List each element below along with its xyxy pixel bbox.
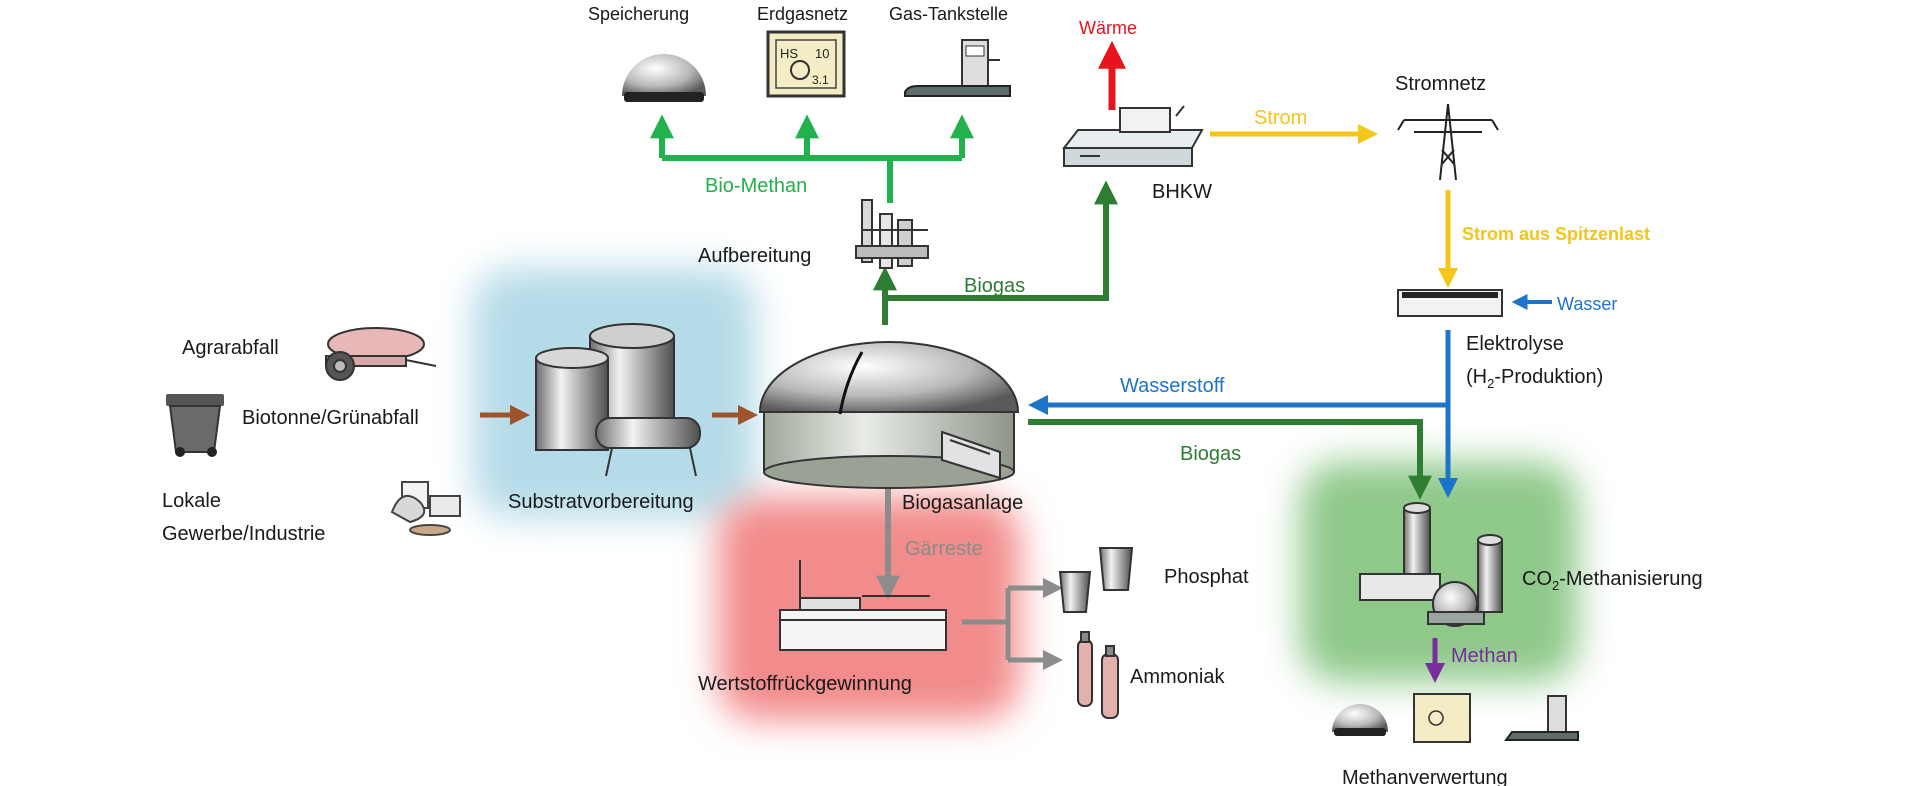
stromnetz-label: Stromnetz [1395, 73, 1486, 95]
recovery-output-flow [962, 578, 1063, 670]
gas-meter-icon: HS 10 3.1 [766, 30, 846, 98]
gauge-text-c: 3.1 [812, 73, 829, 87]
strom-label: Strom [1254, 107, 1307, 129]
gas-station-icon [904, 39, 1011, 97]
upgrading-plant-icon [855, 199, 929, 269]
electrolyzer-icon [1397, 289, 1503, 317]
bhkw-label: BHKW [1152, 181, 1212, 203]
ammoniak-label: Ammoniak [1130, 666, 1225, 688]
gauge-text-a: HS [780, 46, 798, 61]
gewerbe-label: Gewerbe/Industrie [162, 523, 325, 545]
lokale-label: Lokale [162, 490, 221, 512]
gaerreste-label: Gärreste [905, 538, 983, 560]
biogas-right-label: Biogas [1180, 443, 1241, 465]
speicherung-label: Speicherung [588, 4, 689, 24]
biogas-top-flow [873, 180, 1118, 325]
wasser-label: Wasser [1557, 294, 1617, 314]
elektrolyse-label: Elektrolyse [1466, 333, 1564, 355]
h2-produktion-label: (H2-Produktion) [1466, 366, 1603, 391]
biogas-right-flow [1028, 419, 1432, 500]
co2-suffix: -Methanisierung [1559, 568, 1702, 590]
substrat-label: Substratvorbereitung [508, 491, 694, 513]
h2-produktion-suffix: -Produktion) [1494, 366, 1603, 388]
biogasanlage-label: Biogasanlage [902, 492, 1023, 514]
bio-methan-label: Bio-Methan [705, 175, 807, 197]
methan-gas-station-icon [1504, 695, 1579, 741]
methanation-zone [1300, 462, 1578, 682]
wertstoff-label: Wertstoffrückgewinnung [698, 673, 912, 695]
biotonne-label: Biotonne/Grünabfall [242, 407, 419, 429]
h2-produktion-sub: 2 [1487, 376, 1494, 391]
substrate-tanks-icon [535, 323, 701, 477]
methan-storage-dome-icon [1332, 704, 1388, 736]
gas-tankstelle-label: Gas-Tankstelle [889, 4, 1008, 24]
co2-sub: 2 [1552, 578, 1559, 593]
recovery-basin-icon [779, 560, 947, 651]
methan-gas-meter-icon [1413, 693, 1471, 743]
waste-bin-icon [166, 394, 224, 457]
waerme-label: Wärme [1079, 18, 1137, 38]
ammonia-bottle-icon [1077, 631, 1119, 719]
phosphate-container-icon [1058, 547, 1134, 613]
tractor-tanker-icon [325, 327, 437, 381]
biogas-digester-icon [758, 341, 1020, 489]
phosphat-label: Phosphat [1164, 566, 1249, 588]
co2-prefix: CO [1522, 568, 1552, 590]
biogas-top-label: Biogas [964, 275, 1025, 297]
industry-waste-icon [390, 481, 461, 536]
methanverwertung-label: Methanverwertung [1342, 767, 1508, 786]
chp-unit-icon [1061, 105, 1204, 167]
storage-dome-icon [622, 54, 706, 102]
strom-spitzenlast-label: Strom aus Spitzenlast [1462, 224, 1650, 244]
aufbereitung-label: Aufbereitung [698, 245, 811, 267]
erdgasnetz-label: Erdgasnetz [757, 4, 848, 24]
gauge-text-b: 10 [815, 46, 829, 61]
wasserstoff-label: Wasserstoff [1120, 375, 1225, 397]
agrarabfall-label: Agrarabfall [182, 337, 279, 359]
power-pylon-icon [1397, 103, 1499, 181]
co2-methanisierung-label: CO2-Methanisierung [1522, 568, 1703, 593]
wasserstoff-flow [1028, 330, 1458, 498]
methanation-reactor-icon [1359, 502, 1503, 627]
bio-methan-flow [650, 114, 974, 203]
h2-produktion-prefix: (H [1466, 366, 1487, 388]
methan-label: Methan [1451, 645, 1518, 667]
